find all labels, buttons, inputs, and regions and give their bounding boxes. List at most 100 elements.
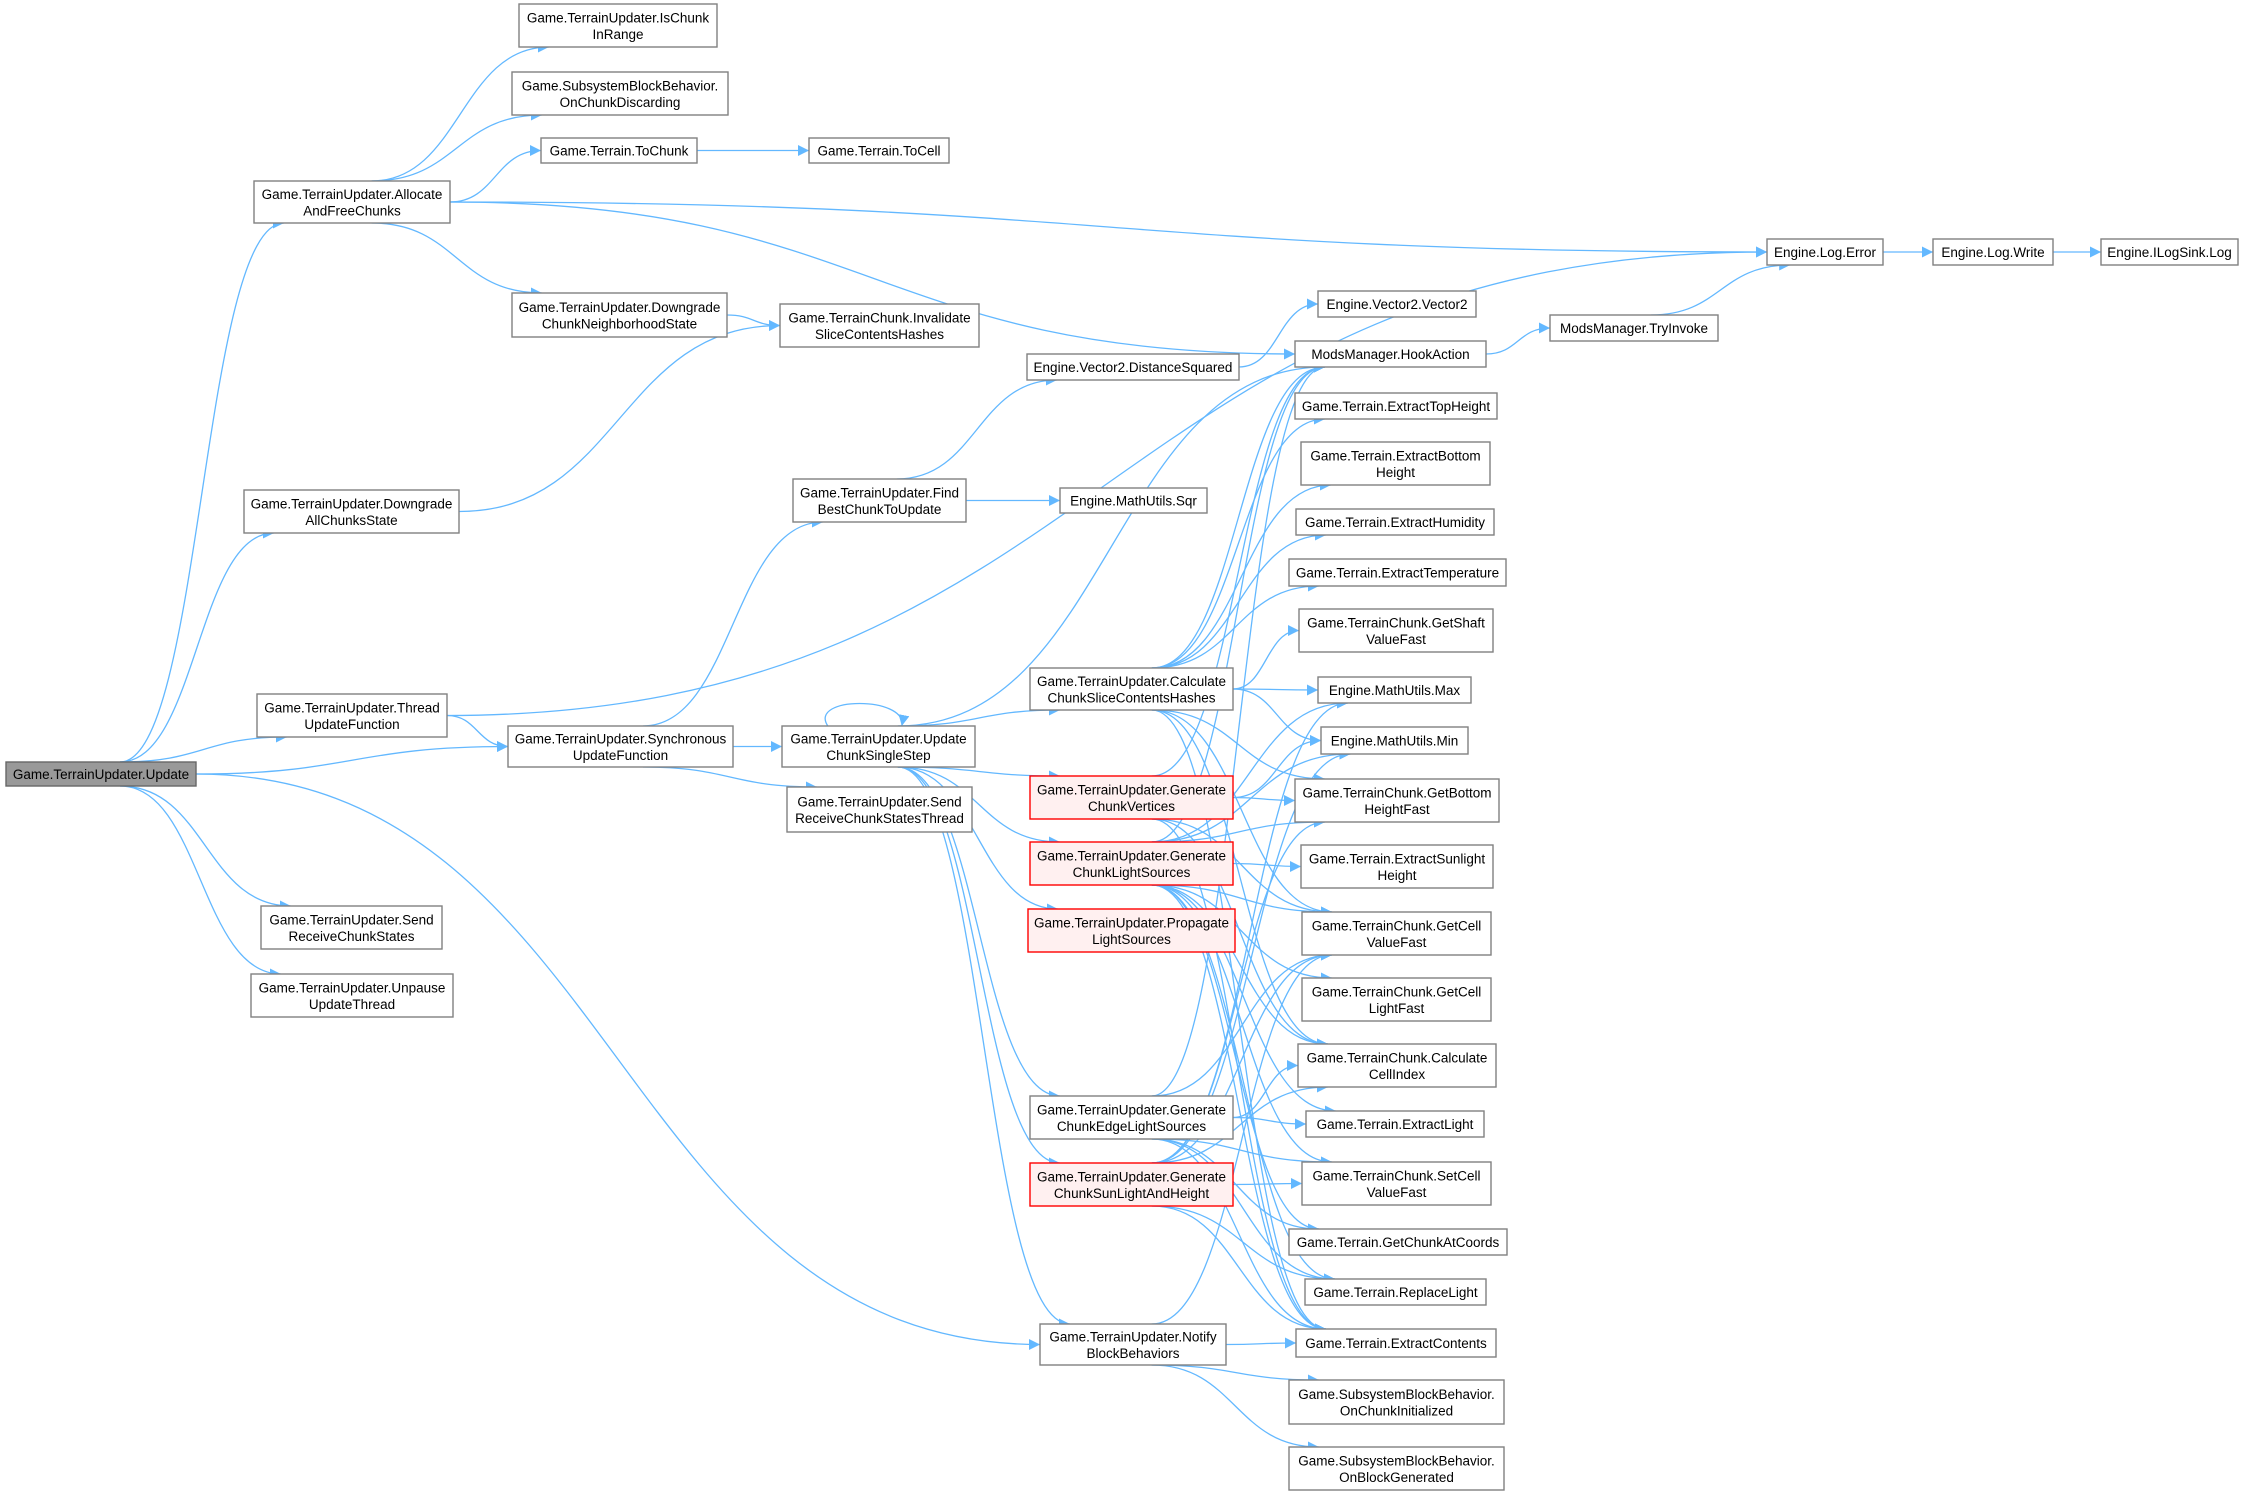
node-box[interactable] bbox=[1305, 1110, 1485, 1138]
node-box[interactable] bbox=[1039, 1323, 1227, 1366]
node-send-thread[interactable]: Game.TerrainUpdater.SendReceiveChunkStat… bbox=[786, 786, 973, 833]
node-downgrade-neighborhood[interactable]: Game.TerrainUpdater.DowngradeChunkNeighb… bbox=[511, 292, 728, 338]
node-box[interactable] bbox=[1301, 911, 1492, 956]
node-box[interactable] bbox=[1059, 487, 1208, 514]
node-box[interactable] bbox=[1301, 977, 1492, 1022]
node-box[interactable] bbox=[808, 137, 950, 164]
node-single-step[interactable]: Game.TerrainUpdater.UpdateChunkSingleSte… bbox=[781, 725, 976, 768]
node-to-cell[interactable]: Game.Terrain.ToCell bbox=[808, 137, 950, 164]
node-box[interactable] bbox=[2100, 238, 2239, 266]
node-box[interactable] bbox=[1300, 844, 1494, 889]
node-box[interactable] bbox=[1026, 353, 1240, 381]
node-dist-sq[interactable]: Engine.Vector2.DistanceSquared bbox=[1026, 353, 1240, 381]
node-extract-humidity[interactable]: Game.Terrain.ExtractHumidity bbox=[1295, 508, 1495, 536]
node-box[interactable] bbox=[1294, 340, 1487, 368]
node-find-best[interactable]: Game.TerrainUpdater.FindBestChunkToUpdat… bbox=[792, 478, 967, 523]
node-min[interactable]: Engine.MathUtils.Min bbox=[1320, 726, 1469, 755]
node-to-chunk[interactable]: Game.Terrain.ToChunk bbox=[540, 137, 698, 164]
node-box[interactable] bbox=[256, 693, 448, 738]
node-calc-slice[interactable]: Game.TerrainUpdater.CalculateChunkSliceC… bbox=[1029, 667, 1234, 711]
node-log-write[interactable]: Engine.Log.Write bbox=[1932, 238, 2054, 266]
node-gen-light-sources[interactable]: Game.TerrainUpdater.GenerateChunkLightSo… bbox=[1029, 841, 1234, 886]
node-box[interactable] bbox=[540, 137, 698, 164]
node-synchronous[interactable]: Game.TerrainUpdater.SynchronousUpdateFun… bbox=[507, 725, 734, 768]
node-box[interactable] bbox=[260, 905, 443, 950]
node-gen-sun[interactable]: Game.TerrainUpdater.GenerateChunkSunLigh… bbox=[1029, 1162, 1234, 1207]
node-box[interactable] bbox=[1029, 667, 1234, 711]
node-hook-action[interactable]: ModsManager.HookAction bbox=[1294, 340, 1487, 368]
node-sqr[interactable]: Engine.MathUtils.Sqr bbox=[1059, 487, 1208, 514]
node-box[interactable] bbox=[1317, 290, 1477, 318]
node-box[interactable] bbox=[1298, 608, 1494, 653]
node-box[interactable] bbox=[1317, 676, 1472, 704]
node-box[interactable] bbox=[507, 725, 734, 768]
node-extract-temperature[interactable]: Game.Terrain.ExtractTemperature bbox=[1288, 558, 1507, 587]
node-box[interactable] bbox=[1932, 238, 2054, 266]
node-box[interactable] bbox=[1029, 841, 1234, 886]
node-box[interactable] bbox=[1288, 558, 1507, 587]
node-box[interactable] bbox=[1029, 775, 1234, 820]
node-box[interactable] bbox=[253, 180, 451, 224]
node-box[interactable] bbox=[786, 786, 973, 833]
node-box[interactable] bbox=[1300, 441, 1491, 486]
node-box[interactable] bbox=[1294, 392, 1498, 420]
node-box[interactable] bbox=[1766, 238, 1884, 266]
node-propagate[interactable]: Game.TerrainUpdater.PropagateLightSource… bbox=[1027, 908, 1236, 953]
node-box[interactable] bbox=[1029, 1162, 1234, 1207]
node-box[interactable] bbox=[1288, 1228, 1508, 1256]
node-log-error[interactable]: Engine.Log.Error bbox=[1766, 238, 1884, 266]
node-gen-vertices[interactable]: Game.TerrainUpdater.GenerateChunkVertice… bbox=[1029, 775, 1234, 820]
node-box[interactable] bbox=[518, 3, 718, 48]
node-extract-light[interactable]: Game.Terrain.ExtractLight bbox=[1305, 1110, 1485, 1138]
node-replace-light[interactable]: Game.Terrain.ReplaceLight bbox=[1304, 1278, 1487, 1306]
node-box[interactable] bbox=[1294, 778, 1500, 823]
node-on-block-generated[interactable]: Game.SubsystemBlockBehavior.OnBlockGener… bbox=[1288, 1446, 1505, 1491]
node-max[interactable]: Engine.MathUtils.Max bbox=[1317, 676, 1472, 704]
node-box[interactable] bbox=[1029, 1095, 1234, 1140]
node-box[interactable] bbox=[1295, 508, 1495, 536]
node-allocate[interactable]: Game.TerrainUpdater.AllocateAndFreeChunk… bbox=[253, 180, 451, 224]
node-extract-top-height[interactable]: Game.Terrain.ExtractTopHeight bbox=[1294, 392, 1498, 420]
node-box[interactable] bbox=[1301, 1161, 1492, 1206]
node-invalidate[interactable]: Game.TerrainChunk.InvalidateSliceContent… bbox=[779, 303, 980, 348]
node-downgrade-all[interactable]: Game.TerrainUpdater.DowngradeAllChunksSt… bbox=[243, 489, 460, 534]
node-box[interactable] bbox=[1295, 1328, 1497, 1358]
node-gen-edge[interactable]: Game.TerrainUpdater.GenerateChunkEdgeLig… bbox=[1029, 1095, 1234, 1140]
node-send-receive[interactable]: Game.TerrainUpdater.SendReceiveChunkStat… bbox=[260, 905, 443, 950]
node-box[interactable] bbox=[250, 973, 454, 1018]
node-extract-contents[interactable]: Game.Terrain.ExtractContents bbox=[1295, 1328, 1497, 1358]
node-box[interactable] bbox=[1297, 1043, 1497, 1088]
node-box[interactable] bbox=[511, 292, 728, 338]
node-vector2[interactable]: Engine.Vector2.Vector2 bbox=[1317, 290, 1477, 318]
node-box[interactable] bbox=[1027, 908, 1236, 953]
node-box[interactable] bbox=[243, 489, 460, 534]
node-box[interactable] bbox=[511, 71, 729, 116]
node-get-chunk-at-coords[interactable]: Game.Terrain.GetChunkAtCoords bbox=[1288, 1228, 1508, 1256]
node-box[interactable] bbox=[1304, 1278, 1487, 1306]
node-update[interactable]: Game.TerrainUpdater.Update bbox=[5, 761, 197, 787]
node-i-log-sink[interactable]: Engine.ILogSink.Log bbox=[2100, 238, 2239, 266]
node-on-chunk-discarding[interactable]: Game.SubsystemBlockBehavior.OnChunkDisca… bbox=[511, 71, 729, 116]
node-on-chunk-initialized[interactable]: Game.SubsystemBlockBehavior.OnChunkIniti… bbox=[1288, 1379, 1505, 1425]
node-try-invoke[interactable]: ModsManager.TryInvoke bbox=[1549, 314, 1719, 342]
node-box[interactable] bbox=[1549, 314, 1719, 342]
node-box[interactable] bbox=[1288, 1446, 1505, 1491]
node-box[interactable] bbox=[781, 725, 976, 768]
node-box[interactable] bbox=[779, 303, 980, 348]
node-box[interactable] bbox=[1288, 1379, 1505, 1425]
node-box[interactable] bbox=[5, 761, 197, 787]
node-box[interactable] bbox=[1320, 726, 1469, 755]
node-box[interactable] bbox=[792, 478, 967, 523]
